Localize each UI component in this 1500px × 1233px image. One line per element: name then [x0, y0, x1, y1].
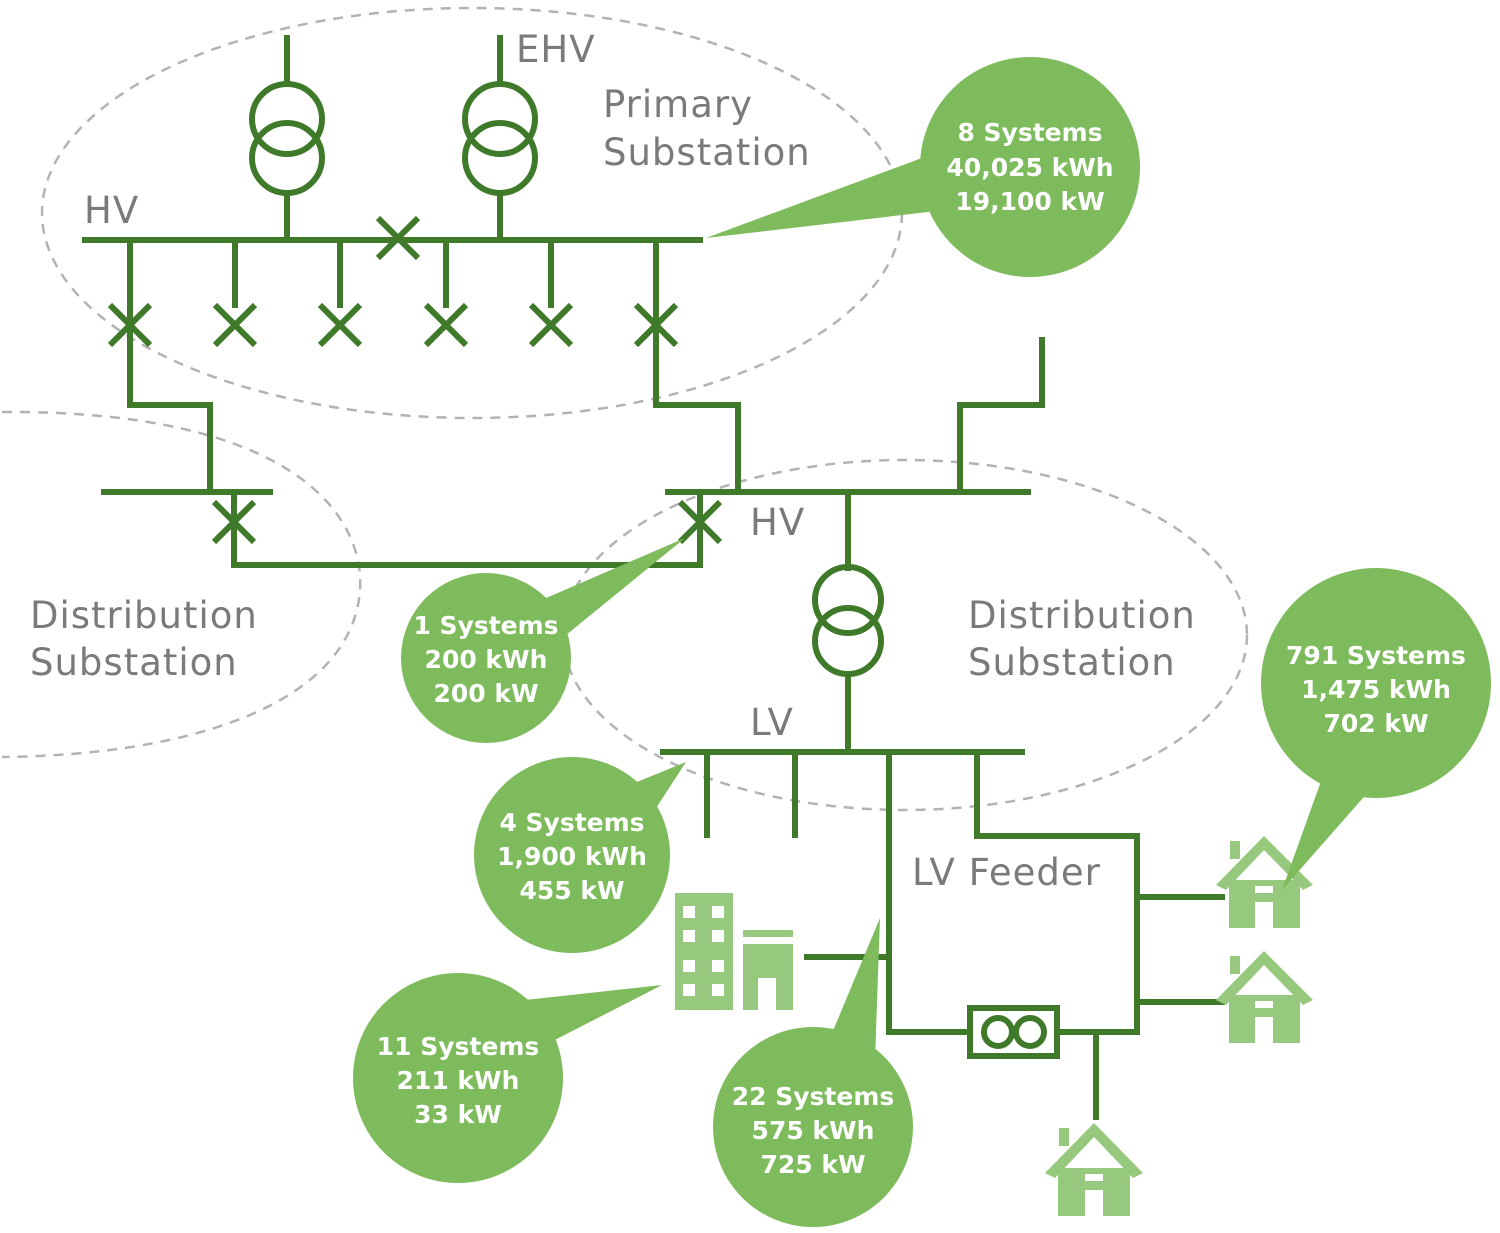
hv-distribution-label: HV [750, 501, 805, 544]
callout-primary-hv: 8 Systems 40,025 kWh 19,100 kW [706, 57, 1140, 277]
callout-domestic-energy: 1,475 kWh [1301, 675, 1451, 704]
callout-distribution-lv: 4 Systems 1,900 kWh 455 kW [474, 757, 686, 953]
primary-substation-zone [40, 6, 904, 420]
commercial-building-icon [675, 893, 793, 1010]
callout-primary-hv-energy: 40,025 kWh [946, 153, 1113, 182]
callout-primary-hv-power: 19,100 kW [955, 187, 1104, 216]
interconnector [231, 489, 703, 568]
callout-lv-feeder-systems: 22 Systems [732, 1082, 895, 1111]
hv-primary-label: HV [84, 189, 139, 232]
callout-commercial: 11 Systems 211 kWh 33 kW [353, 973, 662, 1183]
callout-distribution-hv: 1 Systems 200 kWh 200 kW [401, 538, 685, 743]
callout-commercial-energy: 211 kWh [397, 1066, 520, 1095]
callout-distribution-lv-systems: 4 Systems [499, 808, 644, 837]
primary-substation-label-line2: Substation [603, 131, 811, 174]
distribution-substation-right-line1: Distribution [968, 594, 1196, 637]
house-icon-2 [1216, 951, 1313, 1043]
callout-primary-hv-systems: 8 Systems [957, 118, 1102, 147]
lv-feeders [704, 749, 1225, 1120]
callout-domestic-systems: 791 Systems [1286, 641, 1466, 670]
callout-domestic: 791 Systems 1,475 kWh 702 kW [1261, 568, 1491, 890]
meter-symbol [967, 1005, 1060, 1059]
primary-feeders [107, 237, 679, 408]
lv-label: LV [750, 701, 794, 744]
distribution-substation-zone-left [1, 410, 362, 759]
house-icon-1 [1216, 836, 1313, 928]
callout-distribution-hv-power: 200 kW [433, 679, 538, 708]
lv-feeder-label: LV Feeder [912, 851, 1101, 894]
house-icon-3 [1045, 1123, 1143, 1216]
callout-distribution-hv-systems: 1 Systems [413, 611, 558, 640]
right-hv-breaker [677, 499, 723, 545]
feeder-to-left-substation [127, 402, 213, 495]
callout-lv-feeder-power: 725 kW [760, 1150, 865, 1179]
callout-distribution-lv-power: 455 kW [519, 876, 624, 905]
callout-lv-feeder-energy: 575 kWh [752, 1116, 875, 1145]
callout-distribution-hv-energy: 200 kWh [425, 645, 548, 674]
callout-distribution-lv-energy: 1,900 kWh [497, 842, 647, 871]
callout-commercial-systems: 11 Systems [377, 1032, 540, 1061]
transformer-2 [462, 35, 538, 243]
callout-domestic-power: 702 kW [1323, 709, 1428, 738]
distribution-substation-left-line2: Substation [30, 641, 238, 684]
incoming-feeder-right [957, 337, 1045, 495]
bus-section-breaker [375, 215, 421, 261]
distribution-transformer [812, 489, 884, 755]
feeder-to-right-substation [653, 402, 741, 495]
callout-commercial-power: 33 kW [414, 1100, 502, 1129]
distribution-substation-left-line1: Distribution [30, 594, 258, 637]
callout-lv-feeder: 22 Systems 575 kWh 725 kW [713, 918, 913, 1227]
distribution-substation-right-line2: Substation [968, 641, 1176, 684]
left-hv-breaker [211, 499, 257, 545]
ehv-label: EHV [516, 28, 596, 71]
transformer-1 [249, 35, 325, 243]
primary-substation-label-line1: Primary [603, 83, 753, 126]
